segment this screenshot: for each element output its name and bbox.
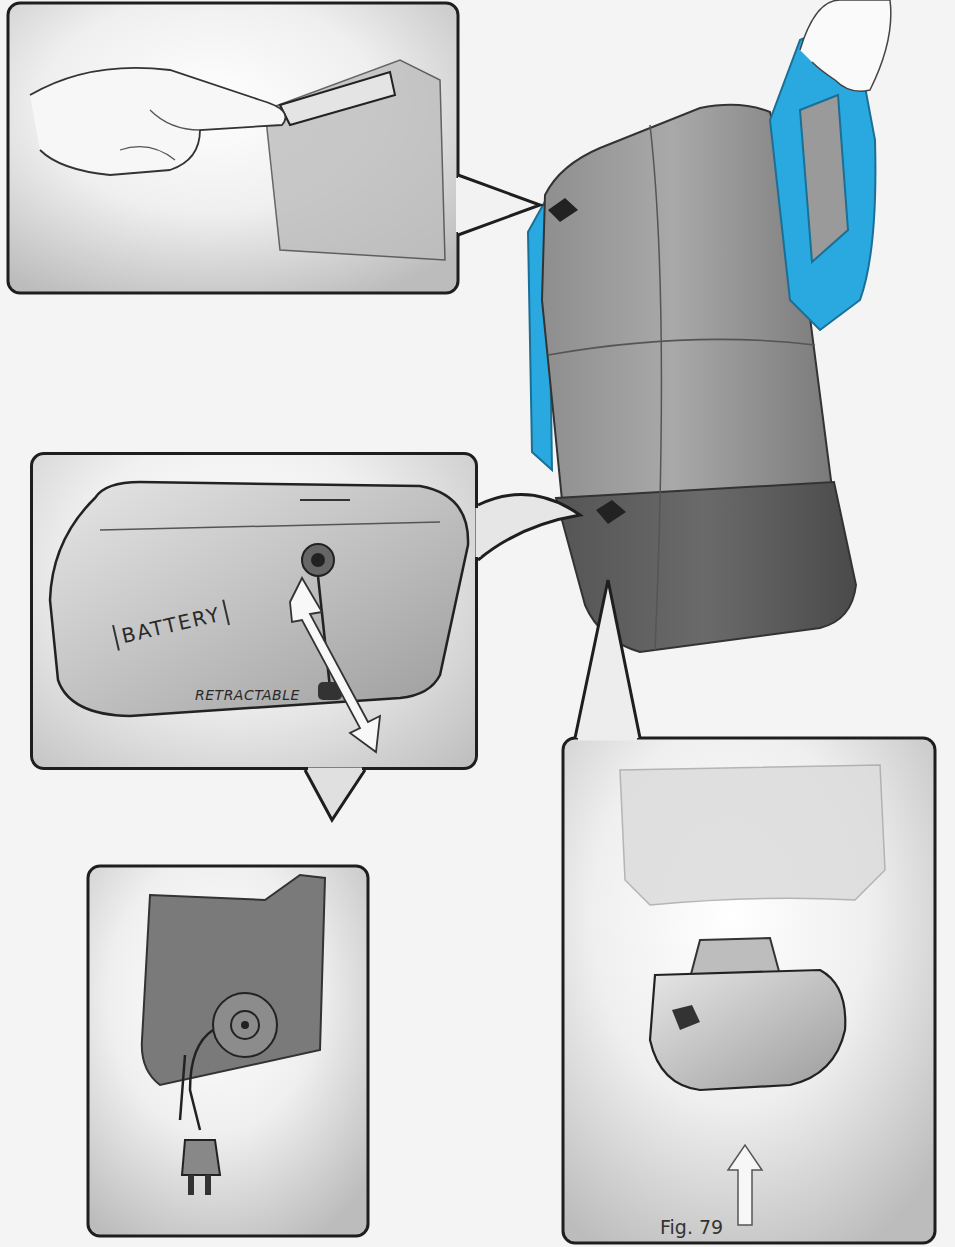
button-callout [8, 3, 540, 293]
insert-callout [563, 580, 935, 1243]
figure-caption: Fig. 79 [660, 1216, 723, 1238]
note-label: RETRACTABLE [195, 687, 300, 703]
main-product [528, 0, 891, 652]
reel-callout [88, 866, 368, 1236]
